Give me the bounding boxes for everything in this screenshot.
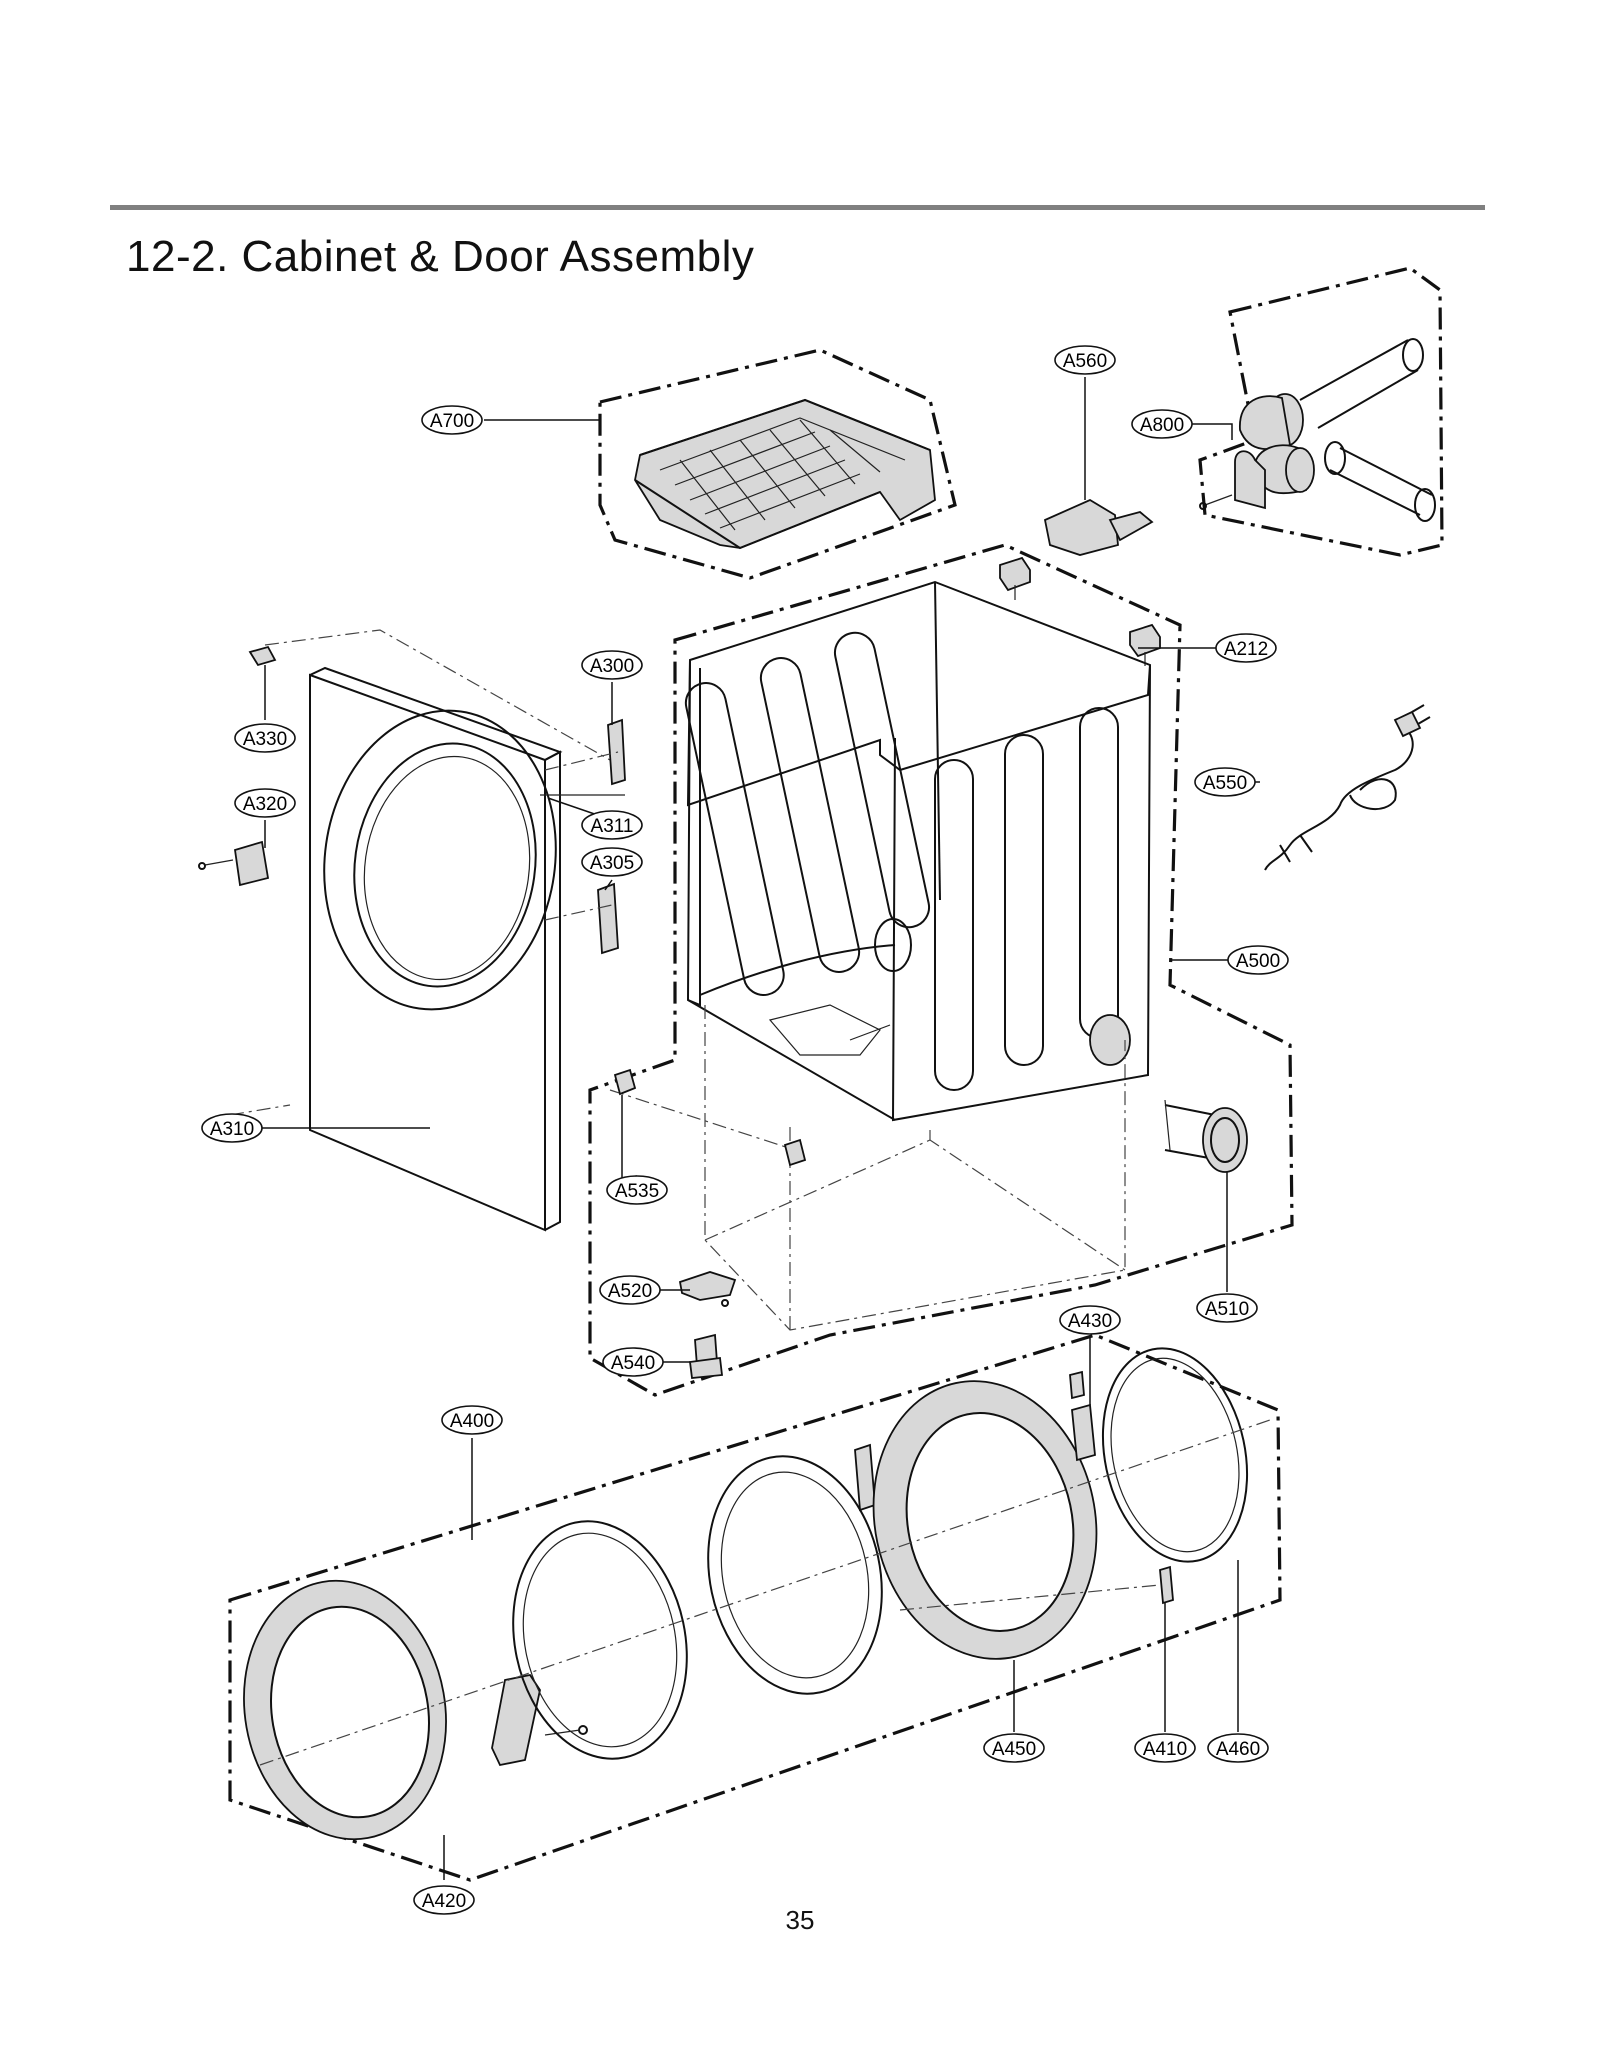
callout-a700: A700: [421, 405, 483, 435]
callout-a430: A430: [1059, 1305, 1121, 1335]
callout-oval: [581, 650, 643, 680]
frame-duct-group: [1198, 266, 1444, 557]
panel-hinge-parts: [540, 718, 626, 955]
frame-top-plate-group: [598, 348, 957, 580]
callout-label: A420: [422, 1891, 466, 1912]
callout-oval: [1196, 1293, 1258, 1323]
callout-oval: [413, 1885, 475, 1915]
callout-a212: A212: [1215, 633, 1277, 663]
callout-a410: A410: [1134, 1733, 1196, 1763]
callout-label: A305: [590, 853, 634, 874]
callout-label: A330: [243, 729, 287, 750]
callout-a330: A330: [234, 723, 296, 753]
callout-label: A550: [1203, 773, 1247, 794]
header-rule: [110, 205, 1485, 210]
callout-oval: [581, 810, 643, 840]
base-brackets: [613, 1068, 807, 1167]
callout-oval: [234, 788, 296, 818]
callout-label: A410: [1143, 1739, 1187, 1760]
callout-a400: A400: [441, 1405, 503, 1435]
callout-a510: A510: [1196, 1293, 1258, 1323]
callout-label: A320: [243, 794, 287, 815]
callout-oval: [602, 1347, 664, 1377]
callout-a305: A305: [581, 847, 643, 877]
callout-a320: A320: [234, 788, 296, 818]
callout-label: A400: [450, 1411, 494, 1432]
callout-label: A520: [608, 1281, 652, 1302]
callout-a540: A540: [602, 1347, 664, 1377]
callout-oval: [1207, 1733, 1269, 1763]
callout-oval: [1194, 767, 1256, 797]
power-cord-part: [1264, 704, 1431, 871]
callout-a450: A450: [983, 1733, 1045, 1763]
callout-oval: [1215, 633, 1277, 663]
callout-oval: [234, 723, 296, 753]
callout-leaders: [262, 377, 1260, 1880]
door-assembly-parts: [243, 1347, 1271, 1841]
callout-oval: [441, 1405, 503, 1435]
callout-label: A430: [1068, 1311, 1112, 1332]
callout-a500: A500: [1227, 945, 1289, 975]
callout-a560: A560: [1054, 345, 1116, 375]
callout-a311: A311: [581, 810, 643, 840]
callout-a800: A800: [1131, 409, 1193, 439]
callout-oval: [599, 1275, 661, 1305]
callout-label: A300: [590, 656, 634, 677]
callout-oval: [606, 1175, 668, 1205]
callout-label: A510: [1205, 1299, 1249, 1320]
callout-a300: A300: [581, 650, 643, 680]
callout-label: A460: [1216, 1739, 1260, 1760]
callout-label: A212: [1224, 639, 1268, 660]
callout-oval: [421, 405, 483, 435]
top-plate-part: [634, 398, 936, 550]
front-panel-part: [229, 629, 611, 1232]
callout-label: A450: [992, 1739, 1036, 1760]
callout-label: A535: [615, 1181, 659, 1202]
callout-oval: [1227, 945, 1289, 975]
callout-oval: [1131, 409, 1193, 439]
callout-a420: A420: [413, 1885, 475, 1915]
top-brackets: [999, 556, 1161, 666]
callout-label: A310: [210, 1119, 254, 1140]
callout-oval: [1134, 1733, 1196, 1763]
callout-label: A500: [1236, 951, 1280, 972]
callout-oval: [983, 1733, 1045, 1763]
page-title: 12-2. Cabinet & Door Assembly: [126, 232, 755, 281]
callout-a535: A535: [606, 1175, 668, 1205]
callout-a460: A460: [1207, 1733, 1269, 1763]
exhaust-duct-parts: [1199, 338, 1436, 522]
callout-label: A800: [1140, 415, 1184, 436]
lint-guide-part: [1043, 498, 1154, 556]
callout-a520: A520: [599, 1275, 661, 1305]
callout-oval: [1054, 345, 1116, 375]
page-number: 35: [785, 1905, 815, 1935]
frame-cabinet-group: [588, 543, 1294, 1397]
exhaust-outlet-part: [1164, 1099, 1248, 1173]
callout-a310: A310: [201, 1113, 263, 1143]
callout-a550: A550: [1194, 767, 1256, 797]
callout-label: A560: [1063, 351, 1107, 372]
callout-label: A700: [430, 411, 474, 432]
callout-label: A540: [611, 1353, 655, 1374]
frame-door-group: [228, 1333, 1282, 1882]
callout-oval: [581, 847, 643, 877]
front-panel-brackets: [198, 645, 277, 887]
cabinet-body: [684, 580, 1152, 1122]
callout-oval: [1059, 1305, 1121, 1335]
callout-label: A311: [591, 816, 634, 837]
callout-oval: [201, 1113, 263, 1143]
leg-plate-and-foot: [678, 1271, 737, 1379]
